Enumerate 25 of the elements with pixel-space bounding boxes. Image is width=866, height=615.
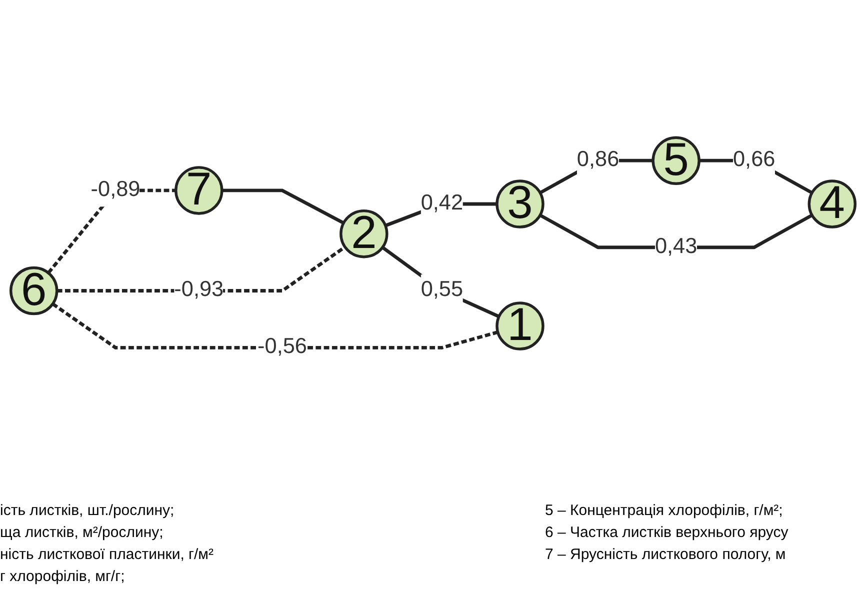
edge-label: -0,56 [258, 335, 307, 359]
legend-note: 7 – Ярусність листкового пологу, м [545, 545, 787, 565]
legend-note: 5 – Концентрація хлорофілів, г/м²; [545, 501, 784, 521]
connector [222, 188, 344, 225]
node-circle: 5 [652, 136, 700, 185]
legend-note: ість листків, шт./рослину; [0, 501, 176, 521]
edge-label: 0,42 [420, 192, 464, 215]
edge-label: 0,55 [420, 278, 464, 302]
legend-note: 6 – Частка листків верхнього ярусу [545, 523, 788, 543]
edge-label: -0,93 [174, 278, 224, 302]
legend-note: ща листків, м²/рослину; [0, 523, 164, 543]
node-circle: 6 [10, 266, 58, 316]
edge-label: 0,43 [654, 235, 698, 258]
node-circle: 7 [174, 166, 224, 215]
edge-label: -0,89 [90, 178, 140, 202]
node-circle: 2 [340, 209, 388, 258]
connector [52, 302, 498, 350]
node-circle: 4 [808, 180, 856, 228]
connector [382, 246, 500, 318]
legend-note: ність листкової пластинки, г/м² [0, 545, 214, 565]
edge-label: 0,66 [732, 148, 776, 172]
node-circle: 3 [496, 180, 544, 228]
edge-label: 0,86 [576, 148, 620, 172]
legend-note: г хлорофілів, мг/г; [0, 567, 126, 587]
node-circle: 1 [496, 302, 544, 350]
